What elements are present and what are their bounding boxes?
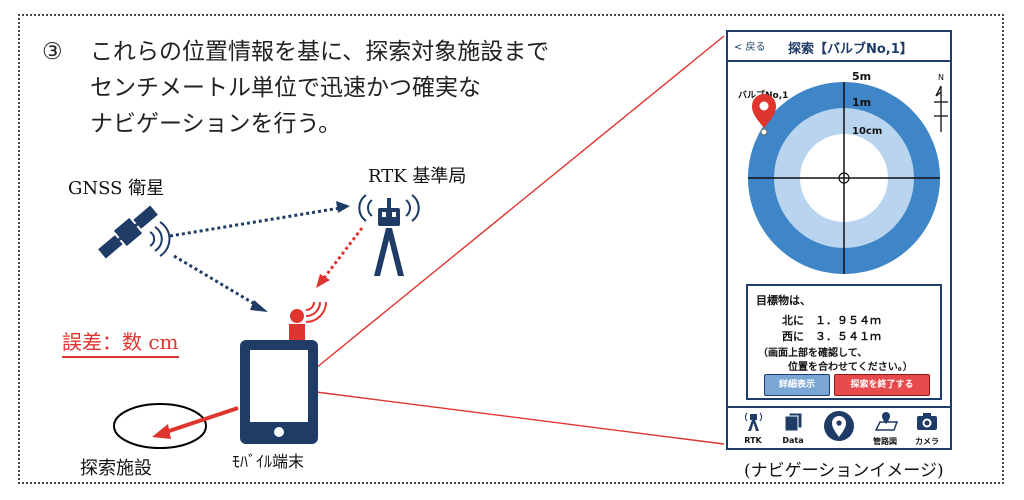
ring-label-1m: 1m bbox=[852, 96, 871, 109]
gnss-to-rtk-arrow bbox=[169, 201, 350, 238]
nav-data[interactable]: Data bbox=[778, 410, 808, 448]
mobile-antenna-icon bbox=[289, 309, 305, 340]
data-nav-icon bbox=[784, 412, 803, 432]
phone-header: < 戻る 探索【バルブNo,1】 bbox=[728, 32, 950, 62]
rtk-station-label: RTK 基準局 bbox=[368, 166, 467, 187]
heading-line-1: これらの位置情報を基に、探索対象施設まで bbox=[90, 39, 550, 65]
nav-camera[interactable]: カメラ bbox=[910, 410, 944, 448]
zoom-line-bottom bbox=[315, 391, 725, 445]
pipe-map-nav-icon bbox=[874, 412, 899, 431]
gnss-to-mobile-arrow bbox=[173, 254, 268, 312]
nav-pipe-map[interactable]: 管路図 bbox=[868, 410, 902, 448]
ring-label-10cm: 10cm bbox=[852, 126, 882, 137]
back-button[interactable]: < 戻る bbox=[734, 42, 766, 53]
step-number: ③ bbox=[42, 39, 63, 65]
camera-nav-icon bbox=[917, 413, 937, 430]
mobile-terminal-label: ﾓﾊﾞｲﾙ端末 bbox=[232, 452, 305, 471]
north-distance: 北に １．９５４ｍ bbox=[782, 314, 881, 327]
nav-rtk[interactable]: RTK bbox=[738, 410, 768, 448]
facility-arrow bbox=[152, 406, 239, 439]
mobile-terminal-icon bbox=[240, 340, 318, 444]
navigation-caption: (ナビゲーションイメージ) bbox=[744, 461, 944, 481]
zoom-line-top bbox=[315, 35, 725, 369]
end-search-button[interactable]: 探索を終了する bbox=[834, 374, 930, 396]
north-compass-icon: N bbox=[934, 73, 948, 132]
nav-search[interactable] bbox=[822, 410, 856, 448]
rtk-nav-icon bbox=[745, 412, 762, 431]
north-label: N bbox=[938, 73, 944, 82]
bottom-nav: RTK Data 管路図 bbox=[728, 406, 950, 448]
facility-ellipse bbox=[113, 403, 207, 449]
search-facility-label: 探索施設 bbox=[80, 458, 152, 479]
detail-button[interactable]: 詳細表示 bbox=[764, 374, 830, 396]
nav-camera-label: カメラ bbox=[915, 437, 939, 446]
info-title: 目標物は、 bbox=[756, 294, 811, 307]
navigation-phone-screen: < 戻る 探索【バルブNo,1】 5m 1m 10cm N バルブNo,1 目標… bbox=[726, 30, 952, 450]
nav-data-label: Data bbox=[782, 436, 804, 445]
nav-pipe-map-label: 管路図 bbox=[873, 437, 897, 446]
diagram-frame bbox=[18, 14, 1004, 484]
error-label: 誤差：数 cm bbox=[62, 326, 179, 358]
heading-line-2: センチメートル単位で迅速かつ確実な bbox=[90, 75, 481, 101]
tower-signal-icon bbox=[358, 194, 420, 222]
satellite-signal-icon bbox=[149, 221, 171, 257]
nav-rtk-label: RTK bbox=[744, 436, 762, 445]
gnss-label: GNSS 衛星 bbox=[68, 178, 165, 199]
phone-title: 探索【バルブNo,1】 bbox=[788, 42, 913, 57]
mobile-signal-icon bbox=[305, 301, 327, 323]
location-pin-icon bbox=[752, 94, 776, 136]
target-info-box: 目標物は、 北に １．９５４ｍ 西に ３．５４１ｍ （画面上部を確認して、 位置… bbox=[746, 284, 942, 400]
note-line-2: 位置を合わせてください。） bbox=[788, 362, 913, 373]
note-line-1: （画面上部を確認して、 bbox=[758, 348, 868, 359]
pin-nav-icon bbox=[824, 411, 854, 441]
satellite-icon bbox=[98, 205, 158, 259]
heading-line-3: ナビゲーションを行う。 bbox=[90, 111, 342, 137]
west-distance: 西に ３．５４１ｍ bbox=[782, 330, 881, 343]
rtk-to-mobile-arrow bbox=[316, 227, 364, 288]
ring-label-5m: 5m bbox=[852, 70, 871, 83]
distance-radar: 5m 1m 10cm N バルブNo,1 bbox=[738, 70, 948, 274]
rtk-tower-icon bbox=[374, 198, 404, 276]
radar-center bbox=[838, 172, 850, 184]
